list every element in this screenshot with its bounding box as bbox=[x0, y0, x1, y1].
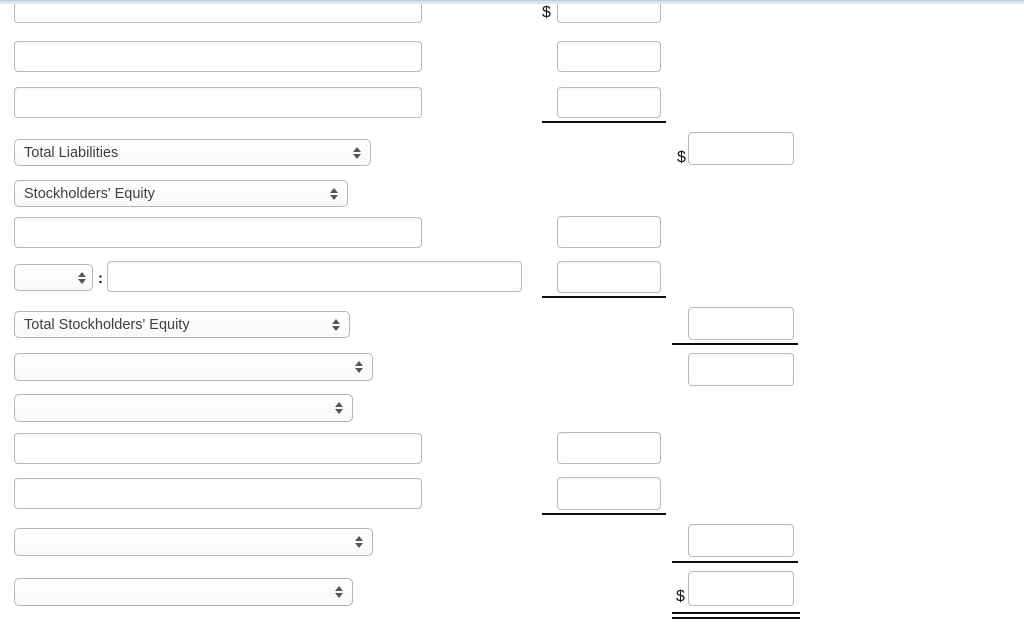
amount-input[interactable] bbox=[688, 132, 794, 165]
account-description-input[interactable] bbox=[14, 0, 422, 23]
amount-input[interactable] bbox=[557, 477, 661, 510]
select-stepper-icon bbox=[330, 187, 338, 200]
account-description-input[interactable] bbox=[14, 478, 422, 509]
stockholders-equity-select[interactable]: Stockholders' Equity bbox=[14, 180, 348, 207]
select-stepper-icon bbox=[355, 536, 363, 548]
amount-input[interactable] bbox=[688, 353, 794, 386]
subtotal-underline bbox=[672, 343, 798, 345]
total-label-select[interactable] bbox=[14, 528, 373, 556]
account-description-input[interactable] bbox=[107, 261, 522, 292]
share-detail-select[interactable] bbox=[14, 264, 93, 291]
grand-total-double-underline bbox=[672, 617, 800, 619]
dollar-sign: $ bbox=[676, 588, 685, 605]
select-value-label: Stockholders' Equity bbox=[24, 185, 155, 202]
select-stepper-icon bbox=[335, 402, 343, 414]
grand-total-double-underline bbox=[672, 612, 800, 614]
subtotal-underline bbox=[542, 296, 666, 298]
colon-separator: : bbox=[98, 270, 103, 287]
amount-input[interactable] bbox=[557, 41, 661, 72]
amount-input[interactable] bbox=[557, 261, 661, 293]
total-stockholders-equity-select[interactable]: Total Stockholders' Equity bbox=[14, 311, 350, 338]
select-stepper-icon bbox=[335, 586, 343, 598]
amount-input[interactable] bbox=[688, 571, 794, 606]
dollar-sign: $ bbox=[542, 4, 551, 21]
account-description-input[interactable] bbox=[14, 87, 422, 118]
total-label-select[interactable] bbox=[14, 353, 373, 381]
window-top-bar bbox=[0, 0, 1024, 4]
subtotal-underline bbox=[672, 561, 798, 563]
amount-input[interactable] bbox=[557, 87, 661, 118]
section-label-select[interactable] bbox=[14, 394, 353, 422]
amount-input[interactable] bbox=[688, 524, 794, 557]
select-value-label: Total Liabilities bbox=[24, 144, 119, 161]
select-stepper-icon bbox=[78, 271, 86, 284]
select-value-label: Total Stockholders' Equity bbox=[24, 316, 190, 333]
amount-input[interactable] bbox=[557, 432, 661, 464]
account-description-input[interactable] bbox=[14, 217, 422, 248]
select-stepper-icon bbox=[355, 361, 363, 373]
amount-input[interactable] bbox=[557, 0, 661, 23]
total-liabilities-select[interactable]: Total Liabilities bbox=[14, 139, 371, 166]
select-stepper-icon bbox=[353, 146, 361, 159]
amount-input[interactable] bbox=[557, 216, 661, 248]
amount-input[interactable] bbox=[688, 307, 794, 340]
subtotal-underline bbox=[542, 121, 666, 123]
account-description-input[interactable] bbox=[14, 433, 422, 464]
subtotal-underline bbox=[542, 513, 666, 515]
dollar-sign: $ bbox=[677, 149, 686, 166]
grand-total-label-select[interactable] bbox=[14, 578, 353, 606]
select-stepper-icon bbox=[332, 318, 340, 331]
account-description-input[interactable] bbox=[14, 41, 422, 72]
